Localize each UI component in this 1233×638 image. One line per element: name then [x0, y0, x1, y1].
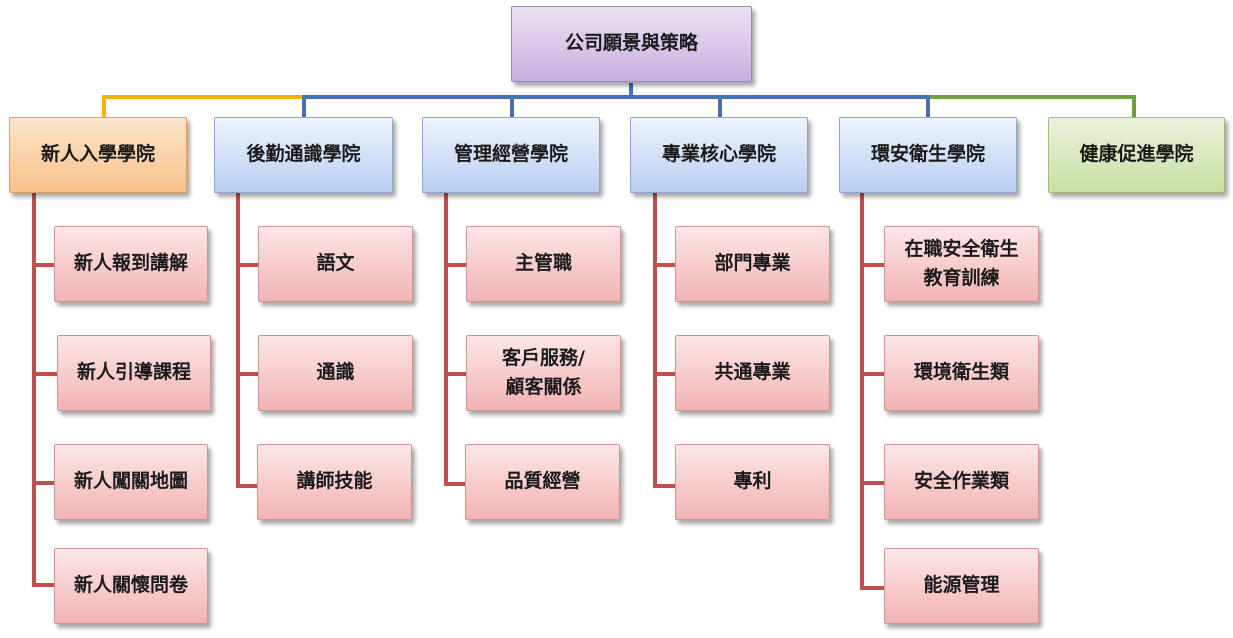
- branch-academy-3: [444, 192, 467, 486]
- course-node: 通識: [258, 335, 413, 411]
- course-node: 客戶服務/ 顧客關係: [466, 335, 621, 411]
- academy-3-node: 管理經營學院: [422, 117, 600, 193]
- branch-academy-2: [236, 192, 259, 488]
- branch-academy-5: [860, 192, 884, 590]
- course-node: 能源管理: [884, 548, 1039, 624]
- course-node: 專利: [675, 444, 830, 520]
- course-node: 主管職: [466, 226, 621, 302]
- academy-4-node: 專業核心學院: [630, 117, 808, 193]
- academy-5-node: 環安衛生學院: [839, 117, 1017, 193]
- course-node: 環境衛生類: [884, 335, 1039, 411]
- course-node: 新人引導課程: [57, 335, 211, 411]
- academy-1-node: 新人入學學院: [9, 117, 187, 193]
- branch-academy-4: [653, 192, 676, 488]
- course-node: 新人報到講解: [54, 226, 208, 302]
- academy-2-node: 後勤通識學院: [214, 117, 393, 193]
- course-node: 共通專業: [675, 335, 830, 411]
- course-node: 新人闖關地圖: [54, 444, 208, 520]
- course-node: 品質經營: [465, 444, 620, 520]
- root-node: 公司願景與策略: [511, 6, 752, 82]
- course-node: 講師技能: [257, 444, 412, 520]
- course-node: 語文: [258, 226, 413, 302]
- course-node: 部門專業: [675, 226, 830, 302]
- academy-6-node: 健康促進學院: [1048, 117, 1225, 193]
- course-node: 在職安全衛生 教育訓練: [884, 226, 1039, 302]
- course-node: 安全作業類: [884, 444, 1039, 520]
- course-node: 新人關懷問卷: [54, 548, 208, 624]
- branch-academy-1: [32, 192, 58, 587]
